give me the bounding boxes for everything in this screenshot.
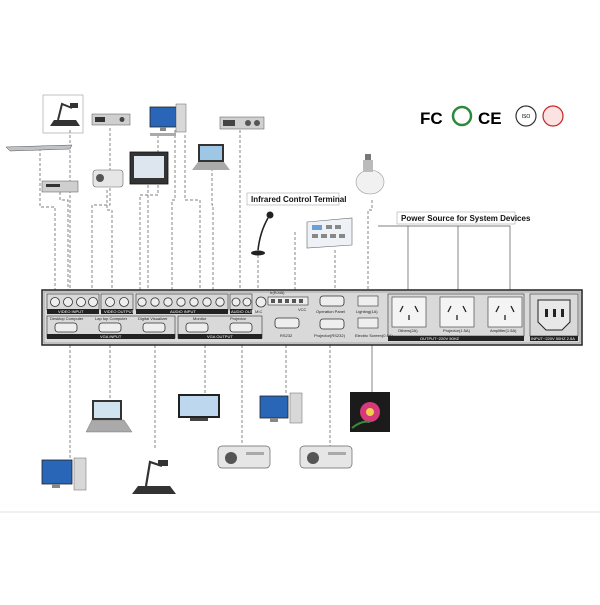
quality-seal-icon [542, 105, 564, 127]
audio-input-label: AUDIO INPUT [170, 309, 196, 314]
projector-rs232-label: Projector(RS232) [314, 333, 346, 338]
input-rating-label: INPUT~220V 50HZ 2.5A [531, 336, 575, 341]
connection-lines [39, 128, 511, 460]
small-projector-icon [92, 169, 124, 188]
document-camera-icon [42, 94, 84, 134]
desktop-computer-icon [149, 103, 187, 136]
power-outlets: Others(2A) Projector(1.5A) Amplifier(1.5… [387, 293, 525, 341]
rear-panel: VIDEO INPUT VIDEO OUTPUT AUDIO INPUT [41, 289, 583, 346]
vcc-label: VCC [298, 307, 307, 312]
lightbulb-icon [355, 154, 385, 195]
monitor-label: Monitor [193, 316, 207, 321]
bottom-desktop-left-icon [41, 457, 87, 491]
mic-label: MIC [255, 309, 262, 314]
electric-screen-label: Electric Screen(0.5A) [355, 333, 393, 338]
bottom-projector-right-icon [299, 445, 353, 469]
lighting-label: Lighting(1A) [356, 309, 378, 314]
projector-outlet-label: Projector(1.5A) [443, 328, 471, 333]
crt-tv-icon [129, 151, 169, 185]
audio-output-ports: AUDIO OUTPUT [229, 293, 262, 314]
ce-logo: CE [478, 109, 502, 128]
audio-output-label: AUDIO OUTPUT [231, 309, 262, 314]
desktop-computer-label: Desktop Computer [50, 316, 84, 321]
vga-output-ports: Monitor Projector VGA OUTPUT [177, 315, 263, 339]
vga-output-label: VGA OUTPUT [207, 334, 233, 339]
power-input-socket: INPUT~220V 50HZ 2.5A [529, 293, 579, 341]
bottom-projector-left-icon [217, 445, 271, 469]
operation-panel-label: Operation Panel [316, 309, 345, 314]
fc-logo: FC [420, 109, 443, 128]
rs232-port: RS232 [274, 317, 300, 338]
video-input-ports: VIDEO INPUT [46, 293, 100, 314]
bottom-desktop-computer-icon [259, 392, 303, 424]
bottom-document-camera-icon [132, 460, 176, 494]
others-outlet-label: Others(2A) [398, 328, 418, 333]
rs232-label: RS232 [280, 333, 293, 338]
video-output-label: VIDEO OUTPUT [104, 309, 135, 314]
amplifier-icon [219, 116, 265, 130]
vga-input-label: VGA INPUT [100, 334, 122, 339]
ir-terminal-block: Ir(RJ45) VCC [267, 290, 309, 312]
microphone-icon [251, 211, 274, 256]
certification-logos: FC CE ISO [420, 105, 564, 128]
video-input-label: VIDEO INPUT [58, 309, 84, 314]
laptop-computer-label: Lap top Computer [95, 316, 128, 321]
rack-unit-icon [91, 113, 131, 126]
iso-logo: ISO [522, 114, 531, 120]
dvd-player-icon [5, 144, 73, 152]
operation-panel-port: Operation Panel [316, 295, 345, 314]
bottom-laptop-icon [85, 400, 133, 433]
laptop-icon [192, 144, 230, 170]
ir-port-label: Ir(RJ45) [270, 290, 285, 295]
projector-label: Projector [230, 316, 247, 321]
amplifier-outlet-label: Amplifier(1.5A) [490, 328, 517, 333]
video-output-ports: VIDEO OUTPUT [100, 293, 135, 314]
audio-input-ports: AUDIO INPUT [135, 293, 229, 314]
green-mark-icon [451, 105, 473, 127]
projection-screen-icon [350, 392, 390, 432]
projector-rs232-port: Projector(RS232) [314, 318, 346, 338]
output-rating-label: OUTPUT~220V 50HZ [420, 336, 460, 341]
ir-keypad-icon [306, 217, 353, 249]
power-source-title: Power Source for System Devices [401, 214, 531, 223]
vga-input-ports: Desktop Computer Lap top Computer Digita… [46, 315, 176, 339]
infrared-terminal-title: Infrared Control Terminal [251, 195, 346, 204]
bottom-monitor-icon [178, 394, 220, 421]
digital-visualizer-label: Digital Visualizer [138, 316, 168, 321]
mic-port: MIC [255, 296, 267, 314]
vcr-icon [41, 180, 79, 193]
relay-outputs: Lighting(1A) Electric Screen(0.5A) [355, 295, 393, 338]
